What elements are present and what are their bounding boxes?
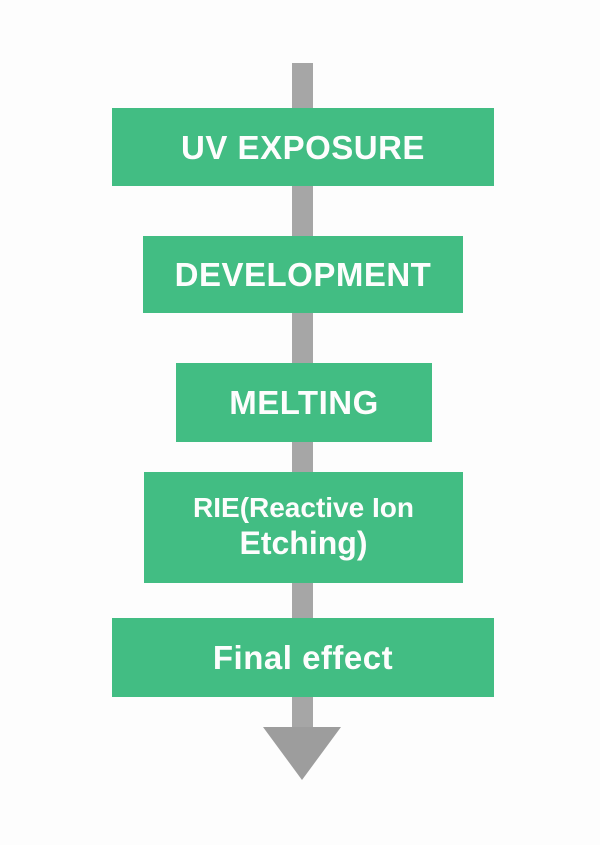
step-label-uv-exposure: UV EXPOSURE — [181, 128, 425, 166]
step-box-development: DEVELOPMENT — [143, 236, 463, 313]
step-box-uv-exposure: UV EXPOSURE — [112, 108, 494, 186]
step-label-rie-line2: Etching) — [239, 525, 368, 562]
step-box-final-effect: Final effect — [112, 618, 494, 697]
step-label-rie-line1: RIE(Reactive Ion — [193, 492, 414, 524]
down-arrow-icon — [263, 727, 341, 780]
step-box-melting: MELTING — [176, 363, 432, 442]
step-label-melting: MELTING — [229, 384, 379, 421]
step-label-final-effect: Final effect — [212, 639, 394, 676]
step-box-rie: RIE(Reactive Ion Etching) — [144, 472, 463, 583]
step-label-development: DEVELOPMENT — [174, 256, 432, 293]
